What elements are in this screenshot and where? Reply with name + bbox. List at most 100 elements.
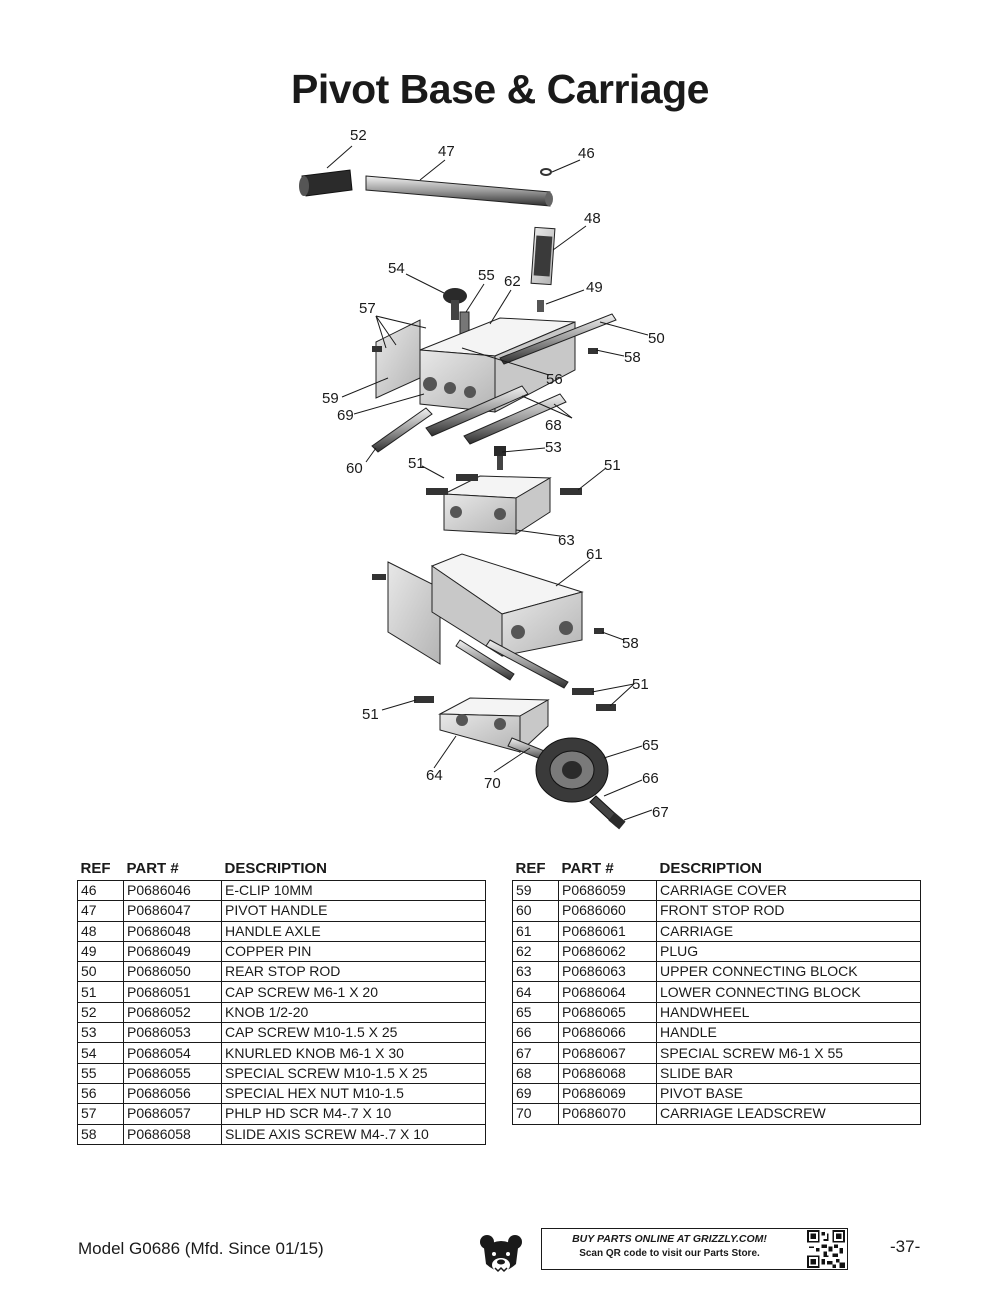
description-cell: HANDWHEEL: [656, 1001, 921, 1024]
exploded-parts-diagram: 5247464854556249575058565969685360515163…: [299, 127, 669, 830]
description-cell: SPECIAL HEX NUT M10-1.5: [221, 1082, 486, 1105]
copper-pin-part: [537, 300, 544, 312]
ref-cell: 59: [512, 879, 559, 902]
callout-label: 49: [586, 279, 603, 296]
ref-cell: 52: [77, 1001, 124, 1024]
description-cell: SLIDE BAR: [656, 1062, 921, 1084]
description-cell: HANDLE: [656, 1022, 921, 1044]
ref-cell: 51: [77, 981, 124, 1003]
ref-cell: 47: [77, 900, 124, 922]
callout-label: 59: [322, 390, 339, 407]
description-cell: UPPER CONNECTING BLOCK: [656, 961, 921, 983]
part-number-cell: P0686069: [558, 1082, 657, 1105]
ref-cell: 58: [77, 1123, 124, 1145]
header-description: DESCRIPTION: [659, 860, 763, 877]
part-number-cell: P0686062: [558, 940, 657, 963]
part-number-cell: P0686046: [123, 879, 222, 902]
ref-cell: 48: [77, 920, 124, 942]
part-number-cell: P0686051: [123, 981, 222, 1003]
header-ref: REF: [515, 860, 546, 877]
callout-label: 62: [504, 273, 521, 290]
description-cell: CARRIAGE LEADSCREW: [656, 1103, 921, 1125]
ref-cell: 53: [77, 1022, 124, 1044]
description-cell: SPECIAL SCREW M10-1.5 X 25: [221, 1062, 486, 1084]
header-part-number: PART #: [561, 860, 614, 877]
ref-cell: 62: [512, 940, 559, 963]
callout-label: 53: [545, 439, 562, 456]
header-part-number: PART #: [126, 860, 179, 877]
callout-label: 51: [362, 706, 379, 723]
e-clip-part: [540, 168, 552, 176]
callout-label: 58: [624, 349, 641, 366]
description-cell: KNOB 1/2-20: [221, 1001, 486, 1024]
callout-label: 51: [604, 457, 621, 474]
description-cell: CAP SCREW M6-1 X 20: [221, 981, 486, 1003]
ref-cell: 56: [77, 1082, 124, 1105]
callout-label: 68: [545, 417, 562, 434]
part-number-cell: P0686058: [123, 1123, 222, 1145]
knob-part: [299, 169, 353, 197]
bear-logo-icon: [480, 1235, 522, 1273]
callout-label: 66: [642, 770, 659, 787]
handle-axle-part: [530, 226, 556, 286]
ref-cell: 61: [512, 920, 559, 942]
part-number-cell: P0686057: [123, 1103, 222, 1125]
ref-cell: 65: [512, 1001, 559, 1024]
part-number-cell: P0686064: [558, 981, 657, 1003]
ref-cell: 50: [77, 961, 124, 983]
part-number-cell: P0686070: [558, 1103, 657, 1125]
part-number-cell: P0686054: [123, 1042, 222, 1064]
ref-cell: 64: [512, 981, 559, 1003]
callout-label: 61: [586, 546, 603, 563]
ref-cell: 60: [512, 900, 559, 922]
part-number-cell: P0686068: [558, 1062, 657, 1084]
callout-label: 63: [558, 532, 575, 549]
description-cell: PLUG: [656, 940, 921, 963]
part-number-cell: P0686053: [123, 1022, 222, 1044]
carriage-assembly: [372, 553, 604, 689]
ref-cell: 49: [77, 940, 124, 963]
page-title: Pivot Base & Carriage: [291, 66, 709, 112]
description-cell: SLIDE AXIS SCREW M4-.7 X 10: [221, 1123, 486, 1145]
header-description: DESCRIPTION: [224, 860, 328, 877]
ref-cell: 68: [512, 1062, 559, 1084]
callout-label: 54: [388, 260, 405, 277]
callout-label: 46: [578, 145, 595, 162]
cap-screw-part: [494, 446, 506, 470]
ref-cell: 63: [512, 961, 559, 983]
callout-label: 69: [337, 407, 354, 424]
ref-cell: 67: [512, 1042, 559, 1064]
callout-label: 67: [652, 804, 669, 821]
description-cell: E-CLIP 10MM: [221, 879, 486, 902]
header-ref: REF: [80, 860, 111, 877]
callout-label: 48: [584, 210, 601, 227]
promo-line2: Scan QR code to visit our Parts Store.: [579, 1248, 760, 1259]
part-number-cell: P0686056: [123, 1082, 222, 1105]
description-cell: PHLP HD SCR M4-.7 X 10: [221, 1103, 486, 1125]
part-number-cell: P0686060: [558, 900, 657, 922]
description-cell: LOWER CONNECTING BLOCK: [656, 981, 921, 1003]
callout-label: 55: [478, 267, 495, 284]
ref-cell: 57: [77, 1103, 124, 1125]
knurled-knob-part: [443, 288, 467, 320]
description-cell: SPECIAL SCREW M6-1 X 55: [656, 1042, 921, 1064]
promo-line1: BUY PARTS ONLINE AT GRIZZLY.COM!: [572, 1233, 767, 1245]
callout-label: 60: [346, 460, 363, 477]
ref-cell: 69: [512, 1082, 559, 1105]
